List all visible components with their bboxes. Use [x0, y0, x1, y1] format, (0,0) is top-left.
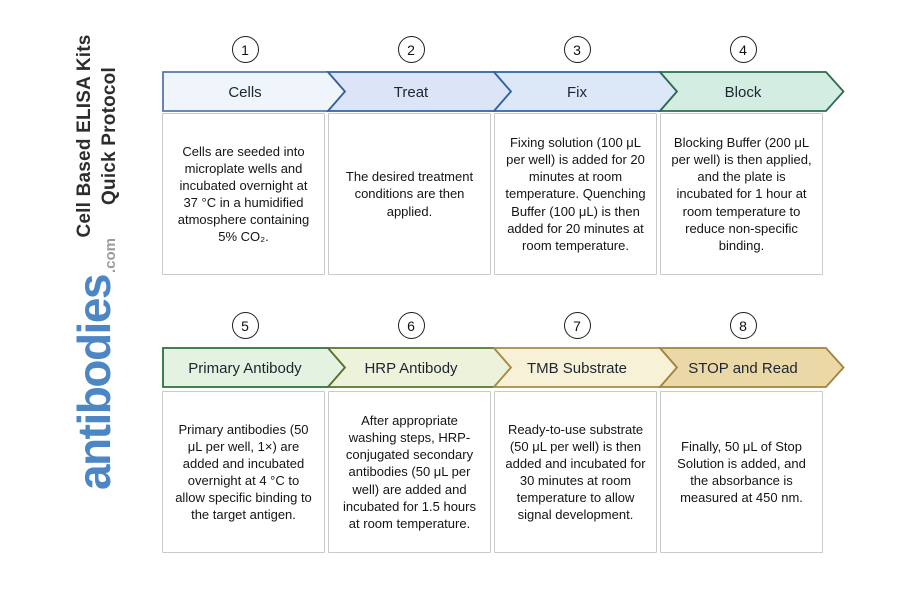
- step-label-7: TMB Substrate: [527, 360, 627, 377]
- step-description-box-4: Blocking Buffer (200 μL per well) is the…: [660, 113, 823, 275]
- step-description-box-3: Fixing solution (100 μL per well) is add…: [494, 113, 657, 275]
- step-number-3: 3: [573, 41, 581, 58]
- step-label-4: Block: [725, 84, 762, 101]
- arrow-band-row-2: Primary Antibody HRP Antibody TMB Substr…: [162, 347, 845, 388]
- step-description-5: Primary antibodies (50 μL per well, 1×) …: [175, 421, 312, 523]
- step-description-box-1: Cells are seeded into microplate wells a…: [162, 113, 325, 275]
- step-description-2: The desired treatment conditions are the…: [345, 169, 474, 219]
- step-number-8: 8: [739, 317, 747, 334]
- step-description-8: Finally, 50 μL of Stop Solution is added…: [677, 438, 806, 506]
- protocol-flow: 1 2 3 4 Cells Treat Fix Block Cells are …: [162, 0, 862, 594]
- step-label-3: Fix: [567, 84, 587, 101]
- step-description-7: Ready-to-use substrate (50 μL per well) …: [505, 421, 646, 523]
- step-description-4: Blocking Buffer (200 μL per well) is the…: [671, 134, 812, 253]
- step-description-box-7: Ready-to-use substrate (50 μL per well) …: [494, 391, 657, 553]
- chevron-stop-and-read: [658, 347, 845, 388]
- vertical-title: Cell Based ELISA Kits Quick Protocol: [70, 31, 124, 241]
- step-number-circle-3: 3: [563, 36, 591, 63]
- step-label-1: Cells: [228, 84, 261, 101]
- step-number-circle-6: 6: [397, 312, 425, 339]
- step-label-5: Primary Antibody: [188, 360, 302, 377]
- title-line-2: Quick Protocol: [99, 67, 120, 205]
- chevron-block: [658, 71, 845, 112]
- step-description-box-2: The desired treatment conditions are the…: [328, 113, 491, 275]
- title-line-1: Cell Based ELISA Kits: [74, 34, 95, 238]
- step-number-6: 6: [407, 317, 415, 334]
- step-number-circle-4: 4: [729, 36, 757, 63]
- step-number-circle-5: 5: [231, 312, 259, 339]
- brand-logo: antibodies .com: [64, 235, 124, 495]
- step-description-1: Cells are seeded into microplate wells a…: [177, 143, 310, 245]
- step-number-4: 4: [739, 41, 747, 58]
- step-number-circle-2: 2: [397, 36, 425, 63]
- step-description-6: After appropriate washing steps, HRP-con…: [343, 412, 476, 531]
- brand-wordmark: antibodies: [68, 275, 120, 491]
- step-description-box-5: Primary antibodies (50 μL per well, 1×) …: [162, 391, 325, 553]
- arrow-band-row-1: Cells Treat Fix Block: [162, 71, 845, 112]
- step-description-3: Fixing solution (100 μL per well) is add…: [505, 134, 646, 253]
- step-number-circle-8: 8: [729, 312, 757, 339]
- brand-domain-suffix: .com: [101, 237, 119, 273]
- step-label-2: Treat: [394, 84, 429, 101]
- step-description-box-6: After appropriate washing steps, HRP-con…: [328, 391, 491, 553]
- step-label-8: STOP and Read: [688, 360, 798, 377]
- step-number-circle-1: 1: [231, 36, 259, 63]
- step-label-6: HRP Antibody: [364, 360, 458, 377]
- step-number-7: 7: [573, 317, 581, 334]
- step-number-circle-7: 7: [563, 312, 591, 339]
- step-number-1: 1: [241, 41, 249, 58]
- step-number-5: 5: [241, 317, 249, 334]
- step-description-box-8: Finally, 50 μL of Stop Solution is added…: [660, 391, 823, 553]
- step-number-2: 2: [407, 41, 415, 58]
